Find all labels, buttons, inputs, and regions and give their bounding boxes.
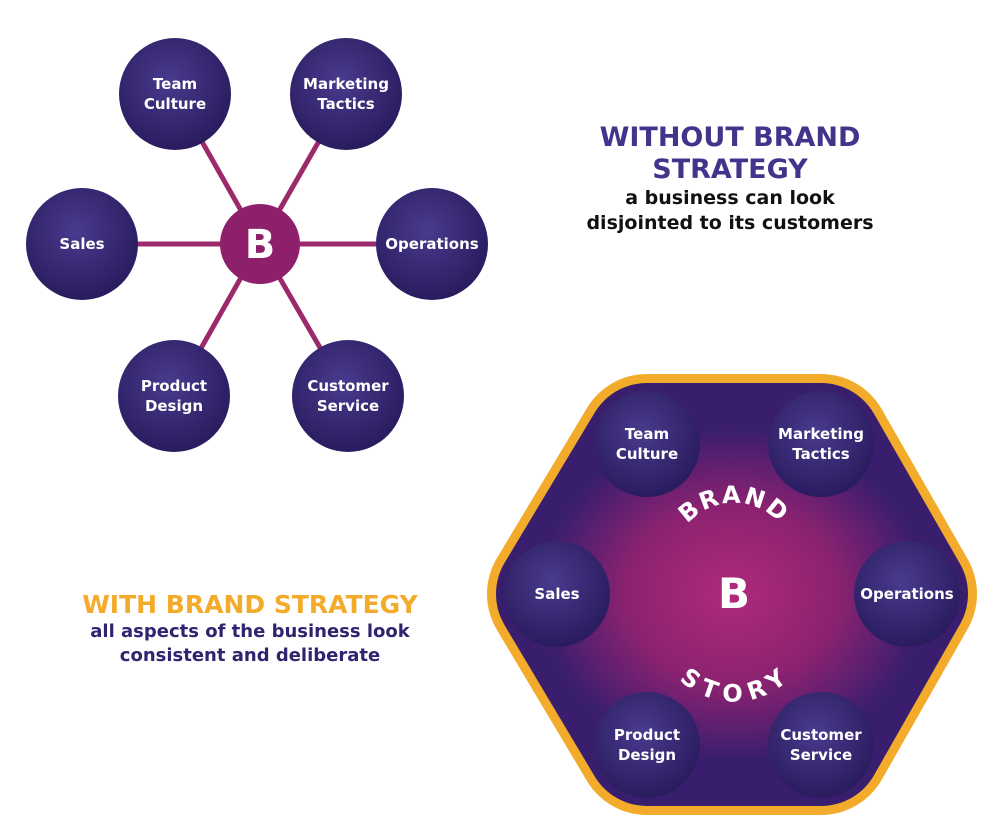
caption-with-sub-line1: all aspects of the business look [90,621,410,642]
caption-without-title-line1: WITHOUT BRAND [599,122,861,153]
without-node-label: Culture [144,95,206,113]
without-node-operations: Operations [376,188,488,300]
caption-without-sub-line2: disjointed to its customers [586,212,874,234]
without-node-circle [376,188,488,300]
without-node-circle [290,38,402,150]
without-node-label: Design [145,397,203,415]
caption-without-sub-line1: a business can look [625,187,835,209]
without-node-circle [292,340,404,452]
with-node-label: Tactics [792,445,850,463]
without-node-label: Sales [59,235,104,253]
without-node-label: Marketing [303,75,389,93]
with-node-circle [504,541,610,647]
caption-with-sub-line2: consistent and deliberate [119,645,381,666]
with-node-sales: Sales [504,541,610,647]
without-node-circle [26,188,138,300]
with-node-label: Service [790,746,852,764]
without-node-label: Tactics [317,95,375,113]
without-node-circle [118,340,230,452]
caption-with-brand-strategy: WITH BRAND STRATEGY all aspects of the b… [30,590,470,668]
with-node-label: Customer [780,726,862,744]
with-node-circle [768,391,874,497]
with-node-circle [594,692,700,798]
with-node-label: Product [614,726,680,744]
without-hub-circle [220,204,300,284]
without-hub-letter: B [245,222,276,268]
with-node-label: Team [625,425,669,443]
without-node-sales: Sales [26,188,138,300]
with-center-letter: B [718,569,750,618]
without-node-label: Service [317,397,379,415]
with-node-circle [854,541,960,647]
with-node-label: Design [618,746,676,764]
with-node-circle [594,391,700,497]
caption-without-title-line2: STRATEGY [652,154,808,185]
without-node-label: Team [153,75,197,93]
with-node-label: Culture [616,445,678,463]
caption-without-brand-strategy: WITHOUT BRAND STRATEGY a business can lo… [540,122,920,236]
with-node-label: Operations [860,585,953,603]
without-node-label: Customer [307,377,389,395]
with-node-label: Marketing [778,425,864,443]
with-node-label: Sales [534,585,579,603]
with-node-operations: Operations [854,541,960,647]
without-node-label: Product [141,377,207,395]
with-node-circle [768,692,874,798]
without-node-circle [119,38,231,150]
caption-with-title: WITH BRAND STRATEGY [82,590,418,619]
without-node-label: Operations [385,235,478,253]
